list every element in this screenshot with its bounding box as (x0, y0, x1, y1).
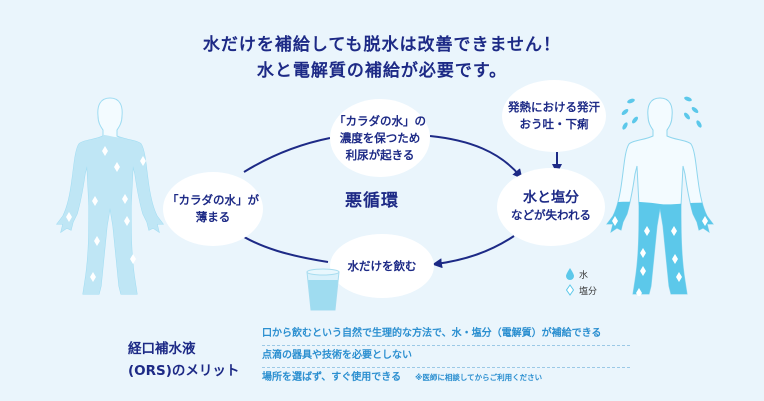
bubble-drink-water: 水だけを飲む (330, 234, 434, 298)
sweat-drops-icon (621, 96, 702, 130)
salt-diamond-icon (566, 284, 574, 296)
arrow-thin-to-top (243, 137, 331, 173)
vicious-cycle-label: 悪循環 (345, 191, 399, 211)
bubble-fever: 発熱における発汗 おう吐・下痢 (502, 80, 606, 152)
arrow-drink-to-thin (232, 229, 329, 263)
merit-item: 場所を選ばず、すぐ使用できる ※医師に相談してからご利用ください (262, 370, 630, 389)
headline-line-1: 水だけを補給しても脱水は改善できません！ (202, 35, 562, 55)
legend-water-label: 水 (579, 270, 589, 281)
legend: 水 塩分 (566, 266, 597, 298)
merit-item: 口から飲むという自然で生理的な方法で、水・塩分（電解質）が補給できる (262, 326, 630, 346)
ors-title-line1: 経口補水液 (128, 341, 196, 357)
ors-title: 経口補水液 (ORS)のメリット (128, 338, 239, 382)
arrow-loss-to-drink (432, 235, 515, 269)
merit-text: 点滴の器具や技術を必要としない (262, 350, 412, 361)
bubble-dilution: 「カラダの水」が 薄まる (163, 172, 263, 246)
bubble-fever-line1: 発熱における発汗 (508, 100, 600, 114)
bubble-fever-line2: おう吐・下痢 (519, 117, 589, 131)
dehydrated-body-figure (606, 96, 714, 296)
bubble-diuresis-line1: 「カラダの水」の (334, 113, 426, 128)
bubble-diuresis-line2: 濃度を保つため (339, 130, 421, 145)
ors-merits-list: 口から飲むという自然で生理的な方法で、水・塩分（電解質）が補給できる 点滴の器具… (262, 326, 630, 391)
bubble-water-salt-loss: 水と塩分 などが失われる (497, 168, 605, 246)
bubble-drink-text: 水だけを飲む (347, 258, 417, 273)
water-glass-icon (306, 268, 340, 311)
bubble-loss-main: 水と塩分 (523, 190, 579, 206)
bubble-loss-sub: などが失われる (511, 208, 591, 222)
merit-text: 場所を選ばず、すぐ使用できる (262, 372, 402, 383)
legend-salt-label: 塩分 (579, 286, 598, 297)
ors-title-line2: (ORS)のメリット (128, 363, 240, 379)
doctor-consult-note: ※医師に相談してからご利用ください (415, 373, 543, 382)
arrow-top-to-loss (429, 135, 523, 180)
headline-line-2: 水と電解質の補給が必要です。 (256, 61, 508, 81)
water-drop-icon (566, 268, 574, 280)
legend-salt: 塩分 (566, 282, 597, 298)
bubble-diuresis: 「カラダの水」の 濃度を保つため 利尿が起きる (330, 99, 430, 177)
merit-item: 点滴の器具や技術を必要としない (262, 348, 630, 368)
bubble-dilution-line2: 薄まる (195, 210, 231, 224)
bubble-dilution-line1: 「カラダの水」が (167, 193, 259, 207)
merit-text: 口から飲むという自然で生理的な方法で、水・塩分（電解質）が補給できる (262, 328, 602, 339)
legend-water: 水 (566, 266, 597, 282)
bubble-diuresis-line3: 利尿が起きる (345, 147, 415, 162)
diluted-body-figure (56, 97, 164, 295)
